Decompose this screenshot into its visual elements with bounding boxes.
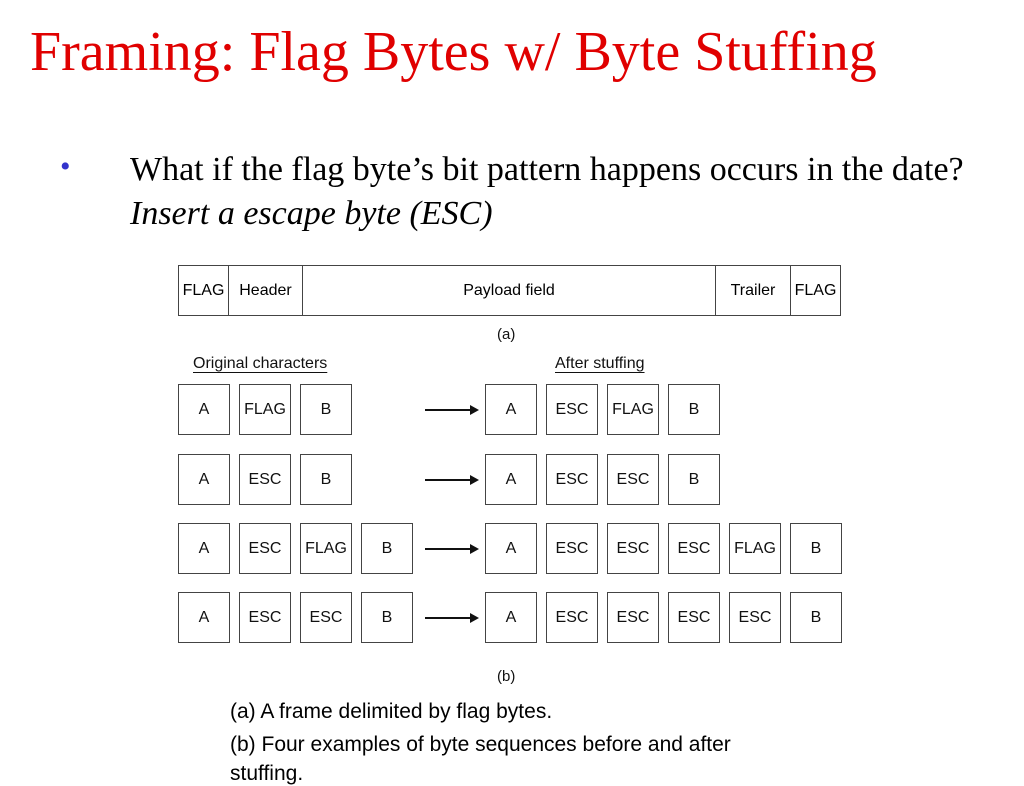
stuffed-byte-box: ESC (729, 592, 781, 643)
original-byte-box: B (300, 384, 352, 435)
frame-payload: Payload field (303, 266, 716, 315)
original-byte-box: ESC (239, 523, 291, 574)
stuffed-byte-box: ESC (607, 454, 659, 505)
original-byte-box: ESC (239, 454, 291, 505)
arrow-right-icon (425, 405, 479, 415)
original-byte-box: A (178, 592, 230, 643)
stuffed-byte-box: ESC (546, 454, 598, 505)
arrow-right-icon (425, 544, 479, 554)
after-stuffing-header: After stuffing (555, 355, 645, 372)
bullet-text-main: What if the flag byte’s bit pattern happ… (130, 151, 964, 188)
bullet-text-emphasis: Insert a escape byte (ESC) (130, 195, 493, 232)
stuffed-byte-box: ESC (546, 592, 598, 643)
stuffed-byte-box: A (485, 523, 537, 574)
stuffed-byte-box: B (668, 384, 720, 435)
stuffed-byte-box: A (485, 592, 537, 643)
original-characters-header: Original characters (193, 355, 328, 372)
frame-trailer: Trailer (716, 266, 791, 315)
stuffed-byte-box: ESC (668, 523, 720, 574)
caption-line-2: (b) Four examples of byte sequences befo… (230, 733, 731, 756)
original-byte-box: FLAG (300, 523, 352, 574)
stuffed-byte-box: A (485, 384, 537, 435)
original-byte-box: ESC (239, 592, 291, 643)
original-byte-box: B (300, 454, 352, 505)
figure-label-a: (a) (497, 326, 516, 343)
frame-flag-start: FLAG (179, 266, 229, 315)
original-byte-box: B (361, 523, 413, 574)
arrow-right-icon (425, 613, 479, 623)
original-byte-box: ESC (300, 592, 352, 643)
bullet-text: What if the flag byte’s bit pattern happ… (130, 148, 990, 236)
frame-diagram: FLAG Header Payload field Trailer FLAG (178, 265, 841, 316)
stuffed-byte-box: ESC (546, 384, 598, 435)
stuffed-byte-box: ESC (546, 523, 598, 574)
frame-header: Header (229, 266, 303, 315)
stuffed-byte-box: B (790, 592, 842, 643)
stuffed-byte-box: ESC (668, 592, 720, 643)
stuffed-byte-box: B (668, 454, 720, 505)
original-byte-box: A (178, 384, 230, 435)
stuffed-byte-box: FLAG (729, 523, 781, 574)
figure-label-b: (b) (497, 668, 516, 685)
original-byte-box: FLAG (239, 384, 291, 435)
original-byte-box: A (178, 454, 230, 505)
bullet-icon: • (60, 150, 71, 183)
stuffed-byte-box: ESC (607, 592, 659, 643)
stuffed-byte-box: A (485, 454, 537, 505)
stuffed-byte-box: FLAG (607, 384, 659, 435)
stuffed-byte-box: B (790, 523, 842, 574)
caption-line-1: (a) A frame delimited by flag bytes. (230, 700, 553, 723)
caption-line-3: stuffing. (230, 762, 304, 785)
stuffed-byte-box: ESC (607, 523, 659, 574)
original-byte-box: A (178, 523, 230, 574)
arrow-right-icon (425, 475, 479, 485)
original-byte-box: B (361, 592, 413, 643)
frame-flag-end: FLAG (794, 281, 837, 299)
slide-title: Framing: Flag Bytes w/ Byte Stuffing (30, 21, 877, 83)
